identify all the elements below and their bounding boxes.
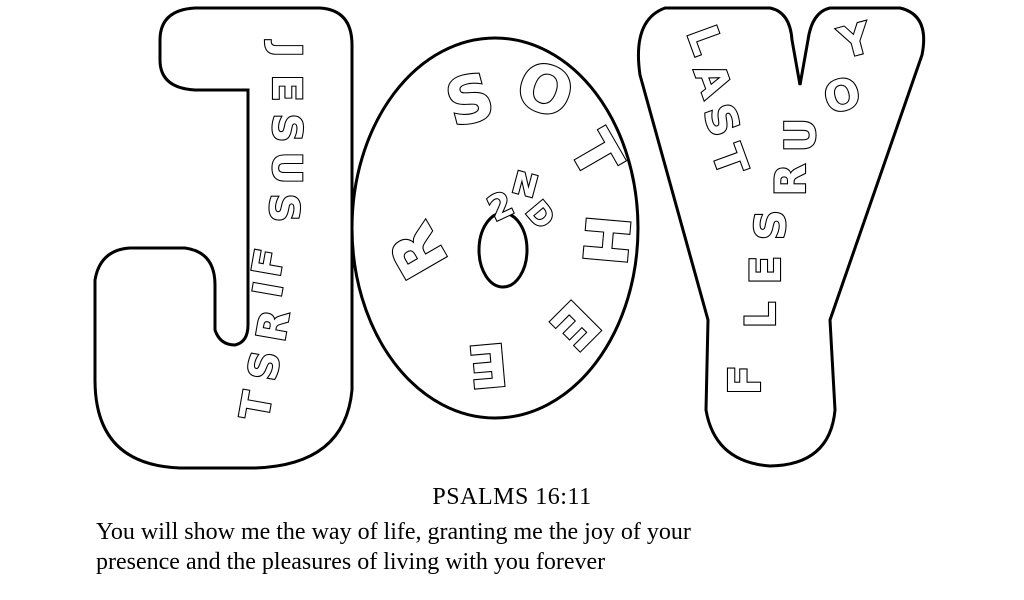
letter-y-outline (636, 6, 926, 468)
verse-line-1: You will show me the way of life, granti… (96, 519, 691, 545)
scripture-reference: PSALMS 16:11 (432, 484, 592, 510)
svg-text:H: H (568, 212, 642, 268)
scripture-verse: You will show me the way of life, granti… (96, 517, 996, 577)
svg-text:Y: Y (833, 13, 877, 69)
svg-text:S: S (746, 210, 795, 240)
svg-text:F: F (720, 365, 771, 395)
svg-text:E: E (263, 74, 309, 101)
svg-text:E: E (465, 329, 510, 400)
letter-j-outline (93, 6, 354, 470)
svg-text:R: R (766, 164, 815, 196)
letter-o-hole (477, 211, 529, 289)
verse-line-2: presence and the pleasures of living wit… (96, 549, 606, 575)
svg-text:U: U (776, 118, 825, 152)
svg-text:R: R (249, 307, 300, 345)
svg-text:L: L (736, 302, 785, 329)
joy-coloring-artwork: J E S U S F I R S T S O T H E E R 2 N D … (93, 6, 926, 470)
svg-text:E: E (741, 256, 790, 285)
svg-text:S: S (260, 194, 306, 223)
svg-text:U: U (263, 152, 309, 184)
svg-text:S: S (263, 114, 309, 143)
svg-text:J: J (263, 40, 309, 58)
